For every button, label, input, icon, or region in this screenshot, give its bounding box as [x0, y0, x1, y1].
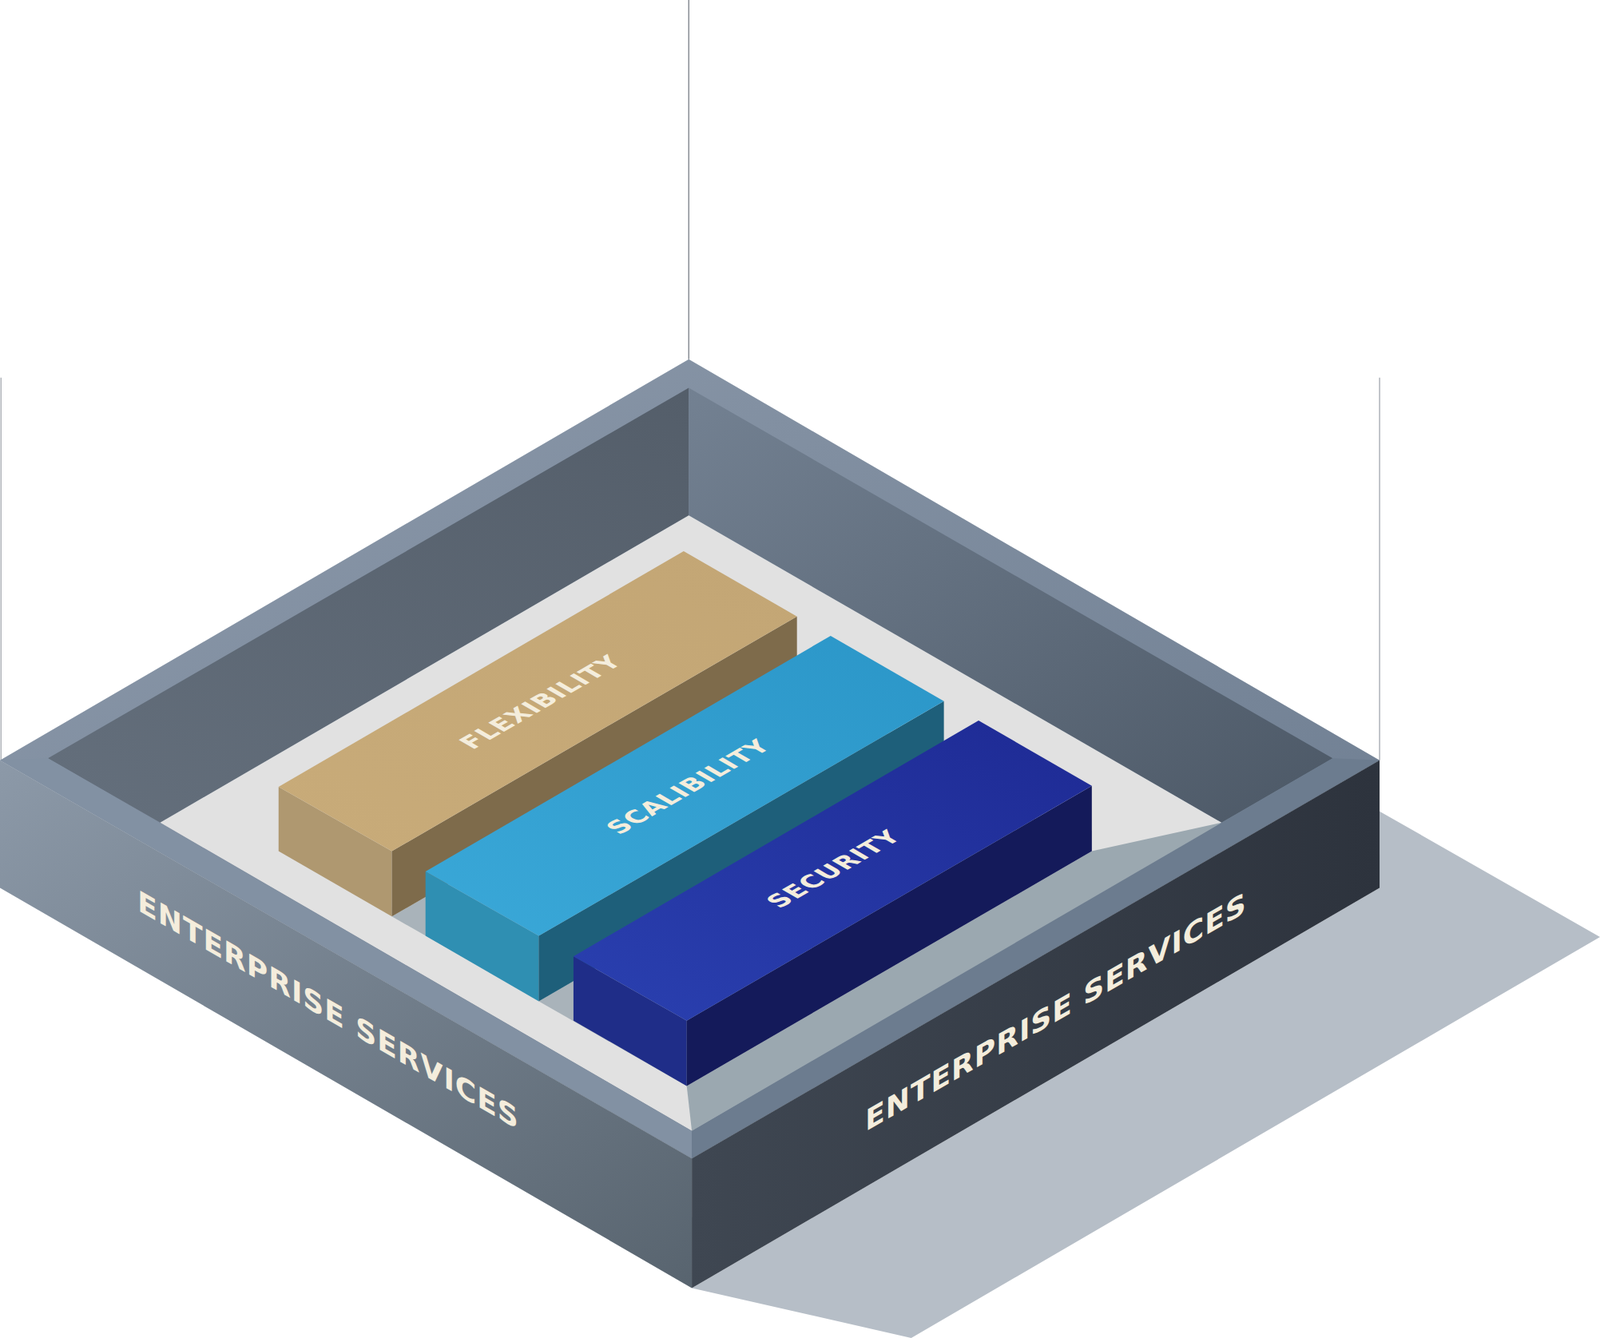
bar-face — [686, 786, 1092, 1087]
bar-face — [278, 786, 393, 917]
bar-face — [425, 871, 540, 1001]
ground-shadow — [691, 811, 1600, 1338]
tray-floor — [160, 515, 1223, 1131]
tray-inner-wall — [47, 388, 689, 823]
bar-label: SCALIBILITY — [601, 736, 777, 838]
hanging-wire — [687, 0, 690, 360]
bar-face — [425, 635, 945, 937]
tray-inner-wall — [688, 388, 1333, 823]
wall-label: ENTERPRISE SERVICES — [865, 887, 1247, 1137]
bar-face — [538, 701, 944, 1002]
bar-label: SECURITY — [761, 827, 906, 912]
tray-rim — [0, 359, 1380, 1159]
wall-label: ENTERPRISE SERVICES — [138, 885, 521, 1136]
bar-shadow — [392, 681, 945, 1001]
hanging-wire — [1378, 377, 1381, 761]
bar-shadow — [538, 766, 1092, 1087]
tray-rim — [691, 758, 1380, 1159]
bar-face — [392, 616, 798, 918]
bar-shadow — [686, 822, 1222, 1132]
tray-rim — [0, 758, 692, 1159]
bar-label: FLEXIBILITY — [454, 651, 628, 752]
bar-face — [573, 956, 687, 1086]
bar-face — [573, 720, 1092, 1021]
tray-outer-wall — [691, 760, 1380, 1289]
hanging-wire — [0, 377, 3, 761]
bar-face — [278, 551, 798, 852]
tray-outer-wall — [0, 760, 692, 1289]
